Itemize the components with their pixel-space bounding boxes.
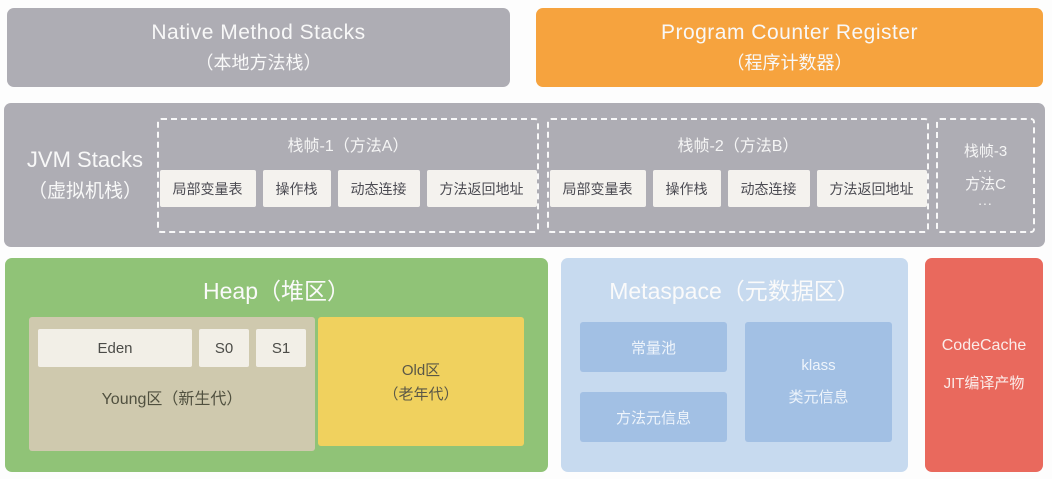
stack-frame-1-title: 栈帧-1（方法A） (287, 138, 409, 155)
slot-return-address: 方法返回地址 (816, 170, 927, 207)
stack-frame-2: 栈帧-2（方法B） 局部变量表 操作栈 动态连接 方法返回地址 (547, 118, 929, 233)
stack-frame-3: 栈帧-3 ... 方法C ... (936, 118, 1035, 233)
metaspace-title: Metaspace（元数据区） (609, 278, 860, 304)
survivor-1-space: S1 (256, 329, 306, 367)
method-metadata-block: 方法元信息 (580, 392, 727, 442)
survivor-0-space: S0 (199, 329, 249, 367)
codecache-label-zh: JIT编译产物 (943, 375, 1025, 392)
eden-space: Eden (38, 329, 192, 367)
slot-local-variable-table: 局部变量表 (159, 170, 256, 207)
old-generation-label-zh: （老年代） (383, 386, 459, 403)
slot-operand-stack: 操作栈 (652, 170, 721, 207)
jvm-stacks-block: JVM Stacks （虚拟机栈） 栈帧-1（方法A） 局部变量表 操作栈 动态… (4, 103, 1045, 247)
program-counter-title-zh: （程序计数器） (726, 52, 853, 73)
slot-dynamic-linking: 动态连接 (727, 170, 810, 207)
native-method-stacks-title-en: Native Method Stacks (151, 20, 366, 44)
metaspace-block: Metaspace（元数据区） 常量池 方法元信息 klass 类元信息 (561, 258, 908, 472)
old-generation-block: Old区 （老年代） (318, 317, 524, 446)
stack-frame-2-slots: 局部变量表 操作栈 动态连接 方法返回地址 (549, 170, 927, 207)
jvm-stacks-label-zh: （虚拟机栈） (27, 181, 142, 202)
heap-title: Heap（堆区） (203, 278, 350, 304)
heap-block: Heap（堆区） Eden S0 S1 Young区（新生代） Old区 （老年… (5, 258, 548, 472)
slot-local-variable-table: 局部变量表 (549, 170, 646, 207)
stack-frame-3-ellipsis-top: ... (978, 159, 993, 176)
young-generation-block: Eden S0 S1 Young区（新生代） (29, 317, 315, 451)
codecache-label-en: CodeCache (941, 337, 1027, 354)
constant-pool-block: 常量池 (580, 322, 727, 372)
stack-frame-1-slots: 局部变量表 操作栈 动态连接 方法返回地址 (159, 170, 537, 207)
native-method-stacks-title-zh: （本地方法栈） (195, 52, 322, 73)
program-counter-title-en: Program Counter Register (660, 20, 919, 44)
codecache-block: CodeCache JIT编译产物 (925, 258, 1043, 472)
stack-frame-3-method: 方法C (965, 175, 1006, 193)
stack-frame-3-title: 栈帧-3 (963, 142, 1008, 160)
stack-frame-1: 栈帧-1（方法A） 局部变量表 操作栈 动态连接 方法返回地址 (157, 118, 539, 233)
stack-frame-3-ellipsis-bottom: ... (978, 191, 993, 208)
jvm-stacks-label-en: JVM Stacks (26, 147, 144, 172)
slot-return-address: 方法返回地址 (426, 170, 537, 207)
jvm-stacks-label: JVM Stacks （虚拟机栈） (10, 103, 160, 247)
program-counter-register-block: Program Counter Register （程序计数器） (536, 8, 1043, 87)
klass-label-zh: 类元信息 (788, 389, 849, 406)
stack-frame-2-title: 栈帧-2（方法B） (677, 138, 799, 155)
eden-survivor-row: Eden S0 S1 (38, 329, 306, 367)
klass-metadata-block: klass 类元信息 (745, 322, 892, 442)
old-generation-label-en: Old区 (401, 362, 441, 379)
native-method-stacks-block: Native Method Stacks （本地方法栈） (7, 8, 510, 87)
slot-dynamic-linking: 动态连接 (337, 170, 420, 207)
klass-label-en: klass (801, 357, 836, 374)
slot-operand-stack: 操作栈 (262, 170, 331, 207)
young-generation-label: Young区（新生代） (101, 391, 243, 408)
